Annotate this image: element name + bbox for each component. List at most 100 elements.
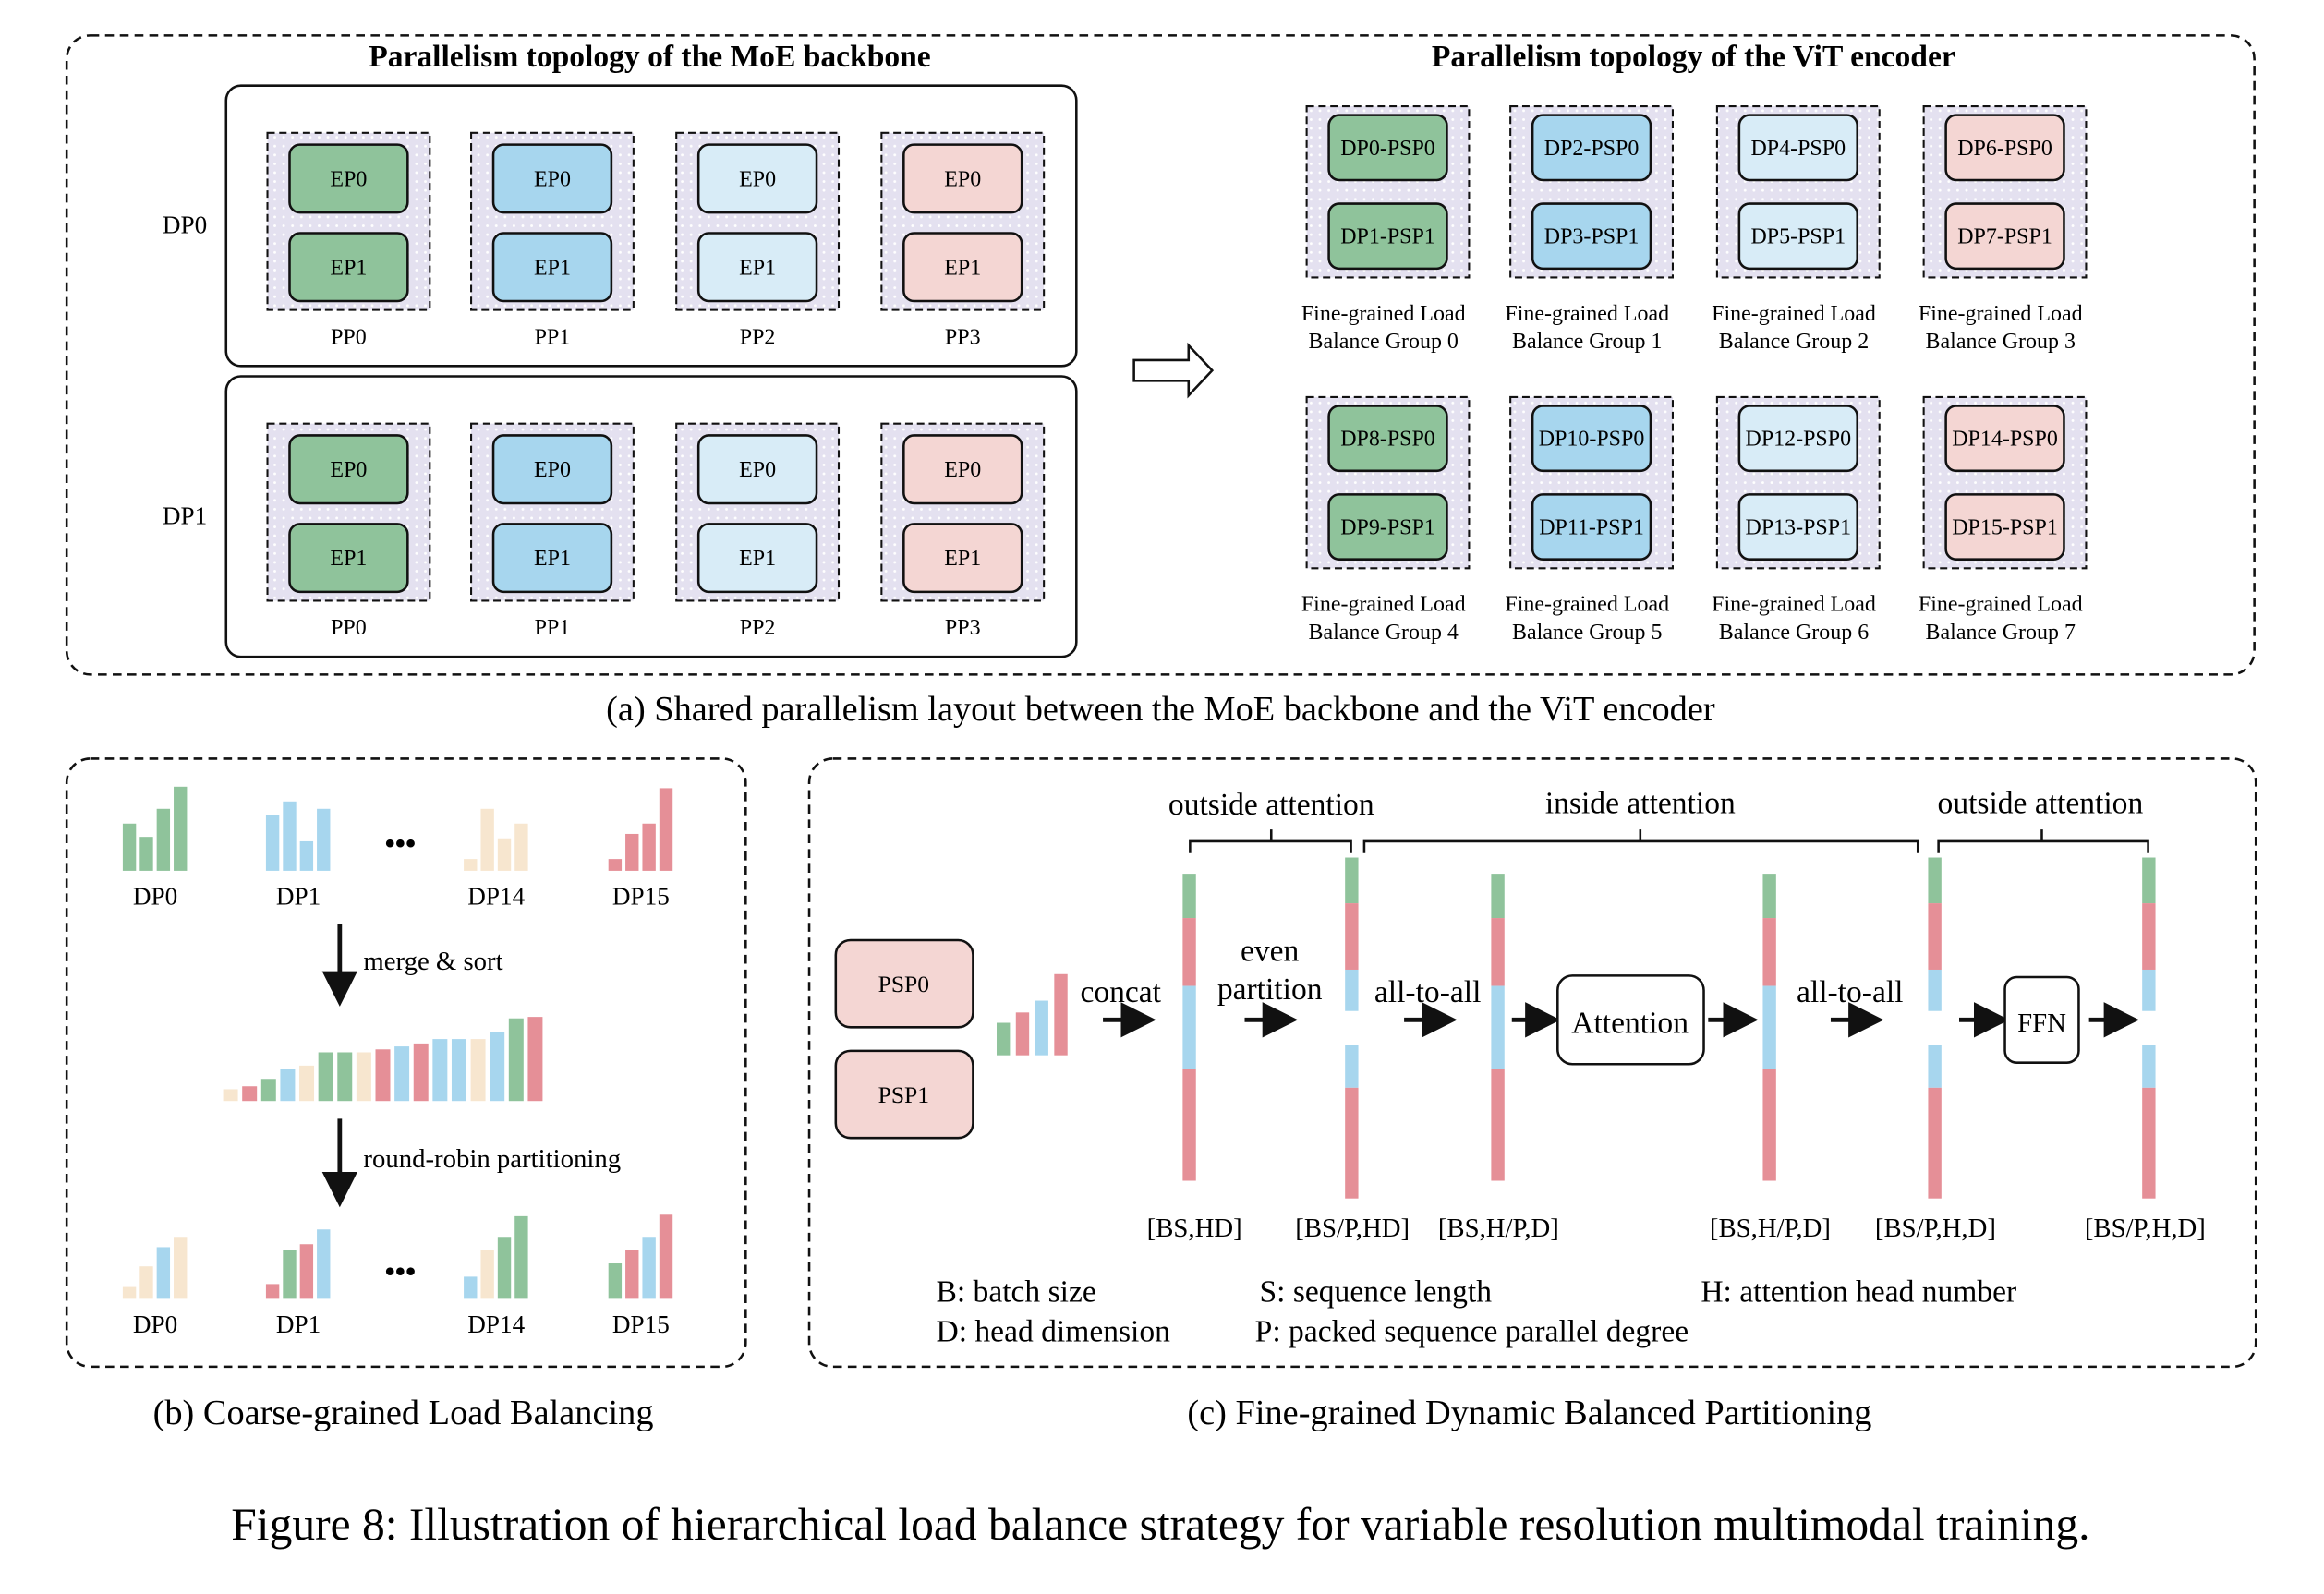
- pp-label: PP3: [945, 325, 981, 349]
- balance-group-label-line1: Fine-grained Load: [1505, 593, 1669, 617]
- psp-label: DP15-PSP1: [1952, 516, 2058, 540]
- legend-h: H: attention head number: [1701, 1275, 2016, 1310]
- dp-label: DP0: [163, 211, 207, 239]
- sequence-segment: [1182, 874, 1196, 919]
- ep-label: EP0: [330, 167, 367, 191]
- ep-box: [902, 434, 1023, 505]
- bar: [283, 801, 297, 871]
- panel-c-border: [807, 757, 2257, 1369]
- psp0-box: [834, 938, 974, 1029]
- psp-box: [1327, 202, 1448, 271]
- sequence-segment: [2142, 1045, 2156, 1088]
- sorted-bar: [490, 1032, 505, 1102]
- ep-box: [491, 523, 613, 594]
- inside-attention-label: inside attention: [1545, 787, 1736, 821]
- all-to-all-1-label: all-to-all: [1374, 975, 1482, 1009]
- psp-box: [1327, 493, 1448, 561]
- bar: [480, 808, 494, 871]
- ep-box: [696, 143, 818, 214]
- shape-label: [BS,H/P,D]: [1438, 1214, 1559, 1243]
- even-label: even: [1241, 934, 1300, 968]
- ffn-box: [2003, 975, 2080, 1064]
- bar: [514, 823, 528, 871]
- dp-label: DP14: [467, 1310, 525, 1338]
- sequence-segment: [2142, 857, 2156, 904]
- ep-label: EP0: [944, 167, 981, 191]
- ep-label: EP1: [534, 547, 571, 571]
- bar: [497, 1237, 512, 1299]
- ep-box: [491, 143, 613, 214]
- input-bar: [997, 1022, 1011, 1056]
- pp-label: PP1: [535, 325, 571, 349]
- psp-box: [1944, 202, 2065, 271]
- balance-group-label-line1: Fine-grained Load: [1712, 302, 1876, 326]
- sequence-segment: [1491, 874, 1505, 919]
- ep-label: EP1: [739, 547, 776, 571]
- psp-label: DP1-PSP1: [1340, 225, 1435, 249]
- input-bar: [1054, 973, 1068, 1056]
- sequence-segment: [1182, 1069, 1196, 1181]
- dp-label: DP14: [467, 883, 525, 911]
- sorted-bar: [356, 1052, 371, 1102]
- sorted-bar: [432, 1039, 448, 1102]
- bar: [514, 1215, 528, 1299]
- merge-label: merge & sort: [363, 947, 502, 976]
- sorted-bar: [260, 1079, 276, 1102]
- sequence-segment: [1345, 1087, 1359, 1199]
- all-to-all-2-label: all-to-all: [1797, 975, 1903, 1009]
- dp-label: DP0: [133, 883, 177, 911]
- sorted-bar: [470, 1039, 486, 1102]
- ep-box: [491, 232, 613, 303]
- balance-group-label-line2: Balance Group 5: [1512, 621, 1662, 645]
- psp-box: [1737, 405, 1859, 473]
- ep-box: [288, 523, 409, 594]
- bar: [464, 1276, 478, 1299]
- psp-box: [1531, 405, 1652, 473]
- psp-label: DP4-PSP0: [1751, 137, 1846, 161]
- psp-label: DP9-PSP1: [1340, 516, 1435, 540]
- brace-left: [1189, 829, 1352, 853]
- ep-box: [902, 232, 1023, 303]
- bar: [299, 1244, 314, 1299]
- psp-box: [1531, 114, 1652, 182]
- balance-group-label-line1: Fine-grained Load: [1301, 593, 1466, 617]
- dp-label: DP1: [276, 1310, 321, 1338]
- ep-box: [696, 232, 818, 303]
- balance-group-label-line2: Balance Group 2: [1719, 330, 1869, 354]
- shape-label: [BS/P,H,D]: [2085, 1214, 2206, 1243]
- bar: [480, 1250, 494, 1299]
- balance-group-label-line1: Fine-grained Load: [1919, 593, 2083, 617]
- balance-group-label-line2: Balance Group 4: [1309, 621, 1459, 645]
- sequence-segment: [1345, 1045, 1359, 1088]
- bar: [174, 786, 188, 871]
- pp-label: PP2: [740, 616, 776, 640]
- sorted-bar: [299, 1065, 315, 1102]
- sorted-bar: [223, 1089, 238, 1102]
- attention-box: [1556, 974, 1705, 1066]
- concat-label: concat: [1080, 975, 1161, 1009]
- sorted-bar: [280, 1069, 296, 1102]
- bar: [139, 1266, 153, 1299]
- bar: [174, 1237, 188, 1299]
- bar: [265, 1284, 280, 1299]
- outside-attention-left-label: outside attention: [1168, 788, 1374, 822]
- ep-box: [491, 434, 613, 505]
- ep-box: [288, 232, 409, 303]
- balance-group-label-line1: Fine-grained Load: [1712, 593, 1876, 617]
- psp1-label: PSP1: [878, 1081, 929, 1108]
- ffn-label: FFN: [2017, 1008, 2066, 1038]
- dp-label: DP1: [276, 883, 321, 911]
- ep-label: EP0: [739, 458, 776, 482]
- bar: [317, 808, 331, 871]
- bar: [156, 808, 171, 871]
- shape-label: [BS,H/P,D]: [1710, 1214, 1831, 1243]
- sorted-bar: [242, 1086, 258, 1102]
- panel-b-caption: (b) Coarse-grained Load Balancing: [153, 1394, 654, 1432]
- ep-box: [902, 523, 1023, 594]
- shape-label: [BS/P,HD]: [1295, 1214, 1410, 1243]
- ep-label: EP0: [534, 458, 571, 482]
- ellipsis-top: •••: [385, 827, 417, 860]
- bar: [122, 1286, 137, 1299]
